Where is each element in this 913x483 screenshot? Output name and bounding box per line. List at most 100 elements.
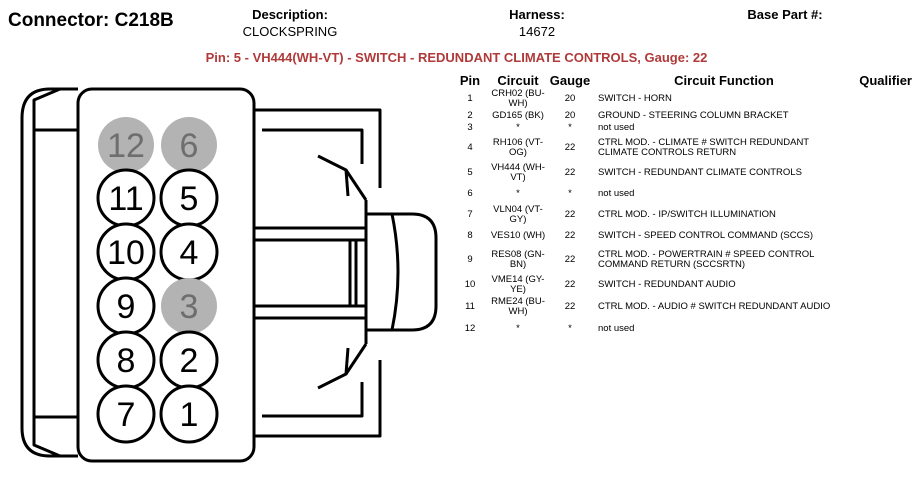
pin-table: Pin Circuit Gauge Circuit Function Quali…: [450, 72, 912, 340]
gauge-cell: 20: [564, 110, 576, 121]
qualifier-cell: [850, 110, 912, 122]
pin-8: 8: [96, 330, 156, 390]
pin-3: 3: [161, 278, 217, 334]
pin-12: 12: [98, 117, 154, 173]
pin-label: 2: [180, 342, 199, 380]
function-cell: CTRL MOD. - AUDIO # SWITCH REDUNDANT AUD…: [598, 301, 831, 312]
circuit-cell: RES08 (GN-BN): [491, 249, 545, 270]
gauge-cell: 22: [564, 279, 576, 290]
qualifier-cell: [850, 274, 912, 296]
gauge-cell: 22: [564, 167, 576, 178]
qualifier-cell: [850, 162, 912, 184]
gauge-cell: 22: [564, 254, 576, 265]
qualifier-cell: [850, 246, 912, 274]
circuit-cell: *: [516, 188, 520, 199]
pin-cell: 4: [467, 142, 473, 153]
gauge-cell: 22: [564, 301, 576, 312]
pin-cell: 11: [465, 301, 475, 312]
function-cell: GROUND - STEERING COLUMN BRACKET: [598, 110, 789, 121]
gauge-cell: 22: [564, 142, 576, 153]
description-label: Description:: [252, 7, 328, 22]
circuit-cell: *: [516, 323, 520, 334]
circuit-cell: VLN04 (VT-GY): [493, 204, 543, 225]
pin-circle: [98, 117, 154, 173]
pin-cell: 2: [467, 110, 473, 121]
header-function: Circuit Function: [674, 72, 774, 88]
circuit-cell: RME24 (BU-WH): [491, 296, 545, 317]
pin-label: 5: [180, 180, 199, 218]
qualifier-cell: [850, 184, 912, 204]
function-cell: CTRL MOD. - IP/SWITCH ILLUMINATION: [598, 209, 776, 220]
table-row: 12 * * not used: [450, 318, 912, 340]
function-cell: not used: [598, 188, 635, 199]
gauge-cell: *: [568, 323, 572, 334]
circuit-cell: VES10 (WH): [490, 230, 546, 241]
table-row: 3**not used: [450, 122, 912, 134]
connector-title: Connector: C218B: [8, 10, 174, 31]
function-cell: SWITCH - REDUNDANT AUDIO: [598, 279, 736, 290]
gauge-cell: 22: [564, 230, 576, 241]
pin-1: 1: [159, 384, 219, 444]
qualifier-cell: [850, 318, 912, 340]
header-pin: Pin: [459, 72, 481, 88]
pin-cell: 6: [467, 188, 473, 199]
harness-label: Harness:: [509, 7, 565, 22]
pin-cell: 10: [464, 279, 476, 290]
pin-circle: [159, 384, 219, 444]
pin-circle: [161, 278, 217, 334]
description-value: CLOCKSPRING: [242, 24, 338, 39]
pin-label: 7: [117, 396, 136, 434]
pin-cell: 9: [467, 254, 473, 265]
table-row: 5 VH444 (WH-VT) 22 SWITCH - REDUNDANT CLIMA…: [450, 162, 912, 184]
gauge-cell: *: [568, 122, 572, 133]
pin-label: 9: [117, 288, 136, 326]
circuit-cell: CRH02 (BU-WH): [491, 88, 545, 109]
pin-6: 6: [161, 117, 217, 173]
pin-label: 3: [180, 288, 199, 326]
qualifier-cell: [850, 134, 912, 162]
pin-cell: 12: [464, 323, 476, 334]
header-qualifier: Qualifier: [859, 72, 912, 88]
qualifier-cell: [850, 226, 912, 246]
table-row: 9 RES08 (GN-BN) 22 CTRL MOD. - POWERTRAIN #…: [450, 246, 912, 274]
pin-label: 10: [107, 234, 145, 272]
function-cell: not used: [598, 323, 635, 334]
pin-5: 5: [159, 168, 219, 228]
pin-7: 7: [96, 384, 156, 444]
pin-cell: 1: [467, 93, 473, 104]
pin-label: 1: [180, 396, 199, 434]
header-circuit: Circuit: [497, 72, 539, 88]
qualifier-cell: [850, 122, 912, 134]
pin-label: 11: [108, 180, 143, 218]
harness-value: 14672: [518, 24, 556, 39]
function-cell: CTRL MOD. - POWERTRAIN # SPEED CONTROL C…: [598, 249, 815, 270]
circuit-cell: *: [516, 122, 520, 133]
pin-cell: 5: [467, 167, 473, 178]
circuit-cell: RH106 (VT-OG): [492, 137, 544, 158]
pin-label: 6: [180, 127, 199, 165]
function-cell: SWITCH - HORN: [598, 93, 672, 104]
pin-11: 11: [96, 168, 156, 228]
connector-housing: [20, 87, 438, 463]
pin-10: 10: [96, 222, 156, 282]
function-cell: CTRL MOD. - CLIMATE # SWITCH REDUNDANT C…: [598, 137, 809, 158]
pin-cell: 8: [467, 230, 473, 241]
table-header-row: Pin Circuit Gauge Circuit Function Quali…: [450, 72, 912, 88]
pin-circle: [96, 384, 156, 444]
pin-label: 4: [180, 234, 199, 272]
gauge-cell: 22: [564, 209, 576, 220]
table-row: 6**not used: [450, 184, 912, 204]
table-row: 10 VME14 (GY-YE) 22 SWITCH - REDUNDANT AUDI…: [450, 274, 912, 296]
pin-label: 12: [107, 127, 145, 165]
function-cell: SWITCH - REDUNDANT CLIMATE CONTROLS: [598, 167, 802, 178]
qualifier-cell: [850, 204, 912, 226]
base-part-label: Base Part #:: [747, 7, 823, 22]
circuit-cell: VH444 (WH-VT): [491, 162, 545, 183]
table-row: 11 RME24 (BU-WH) 22 CTRL MOD. - AUDIO # SWI…: [450, 296, 912, 318]
circuit-cell: VME14 (GY-YE): [491, 274, 545, 295]
